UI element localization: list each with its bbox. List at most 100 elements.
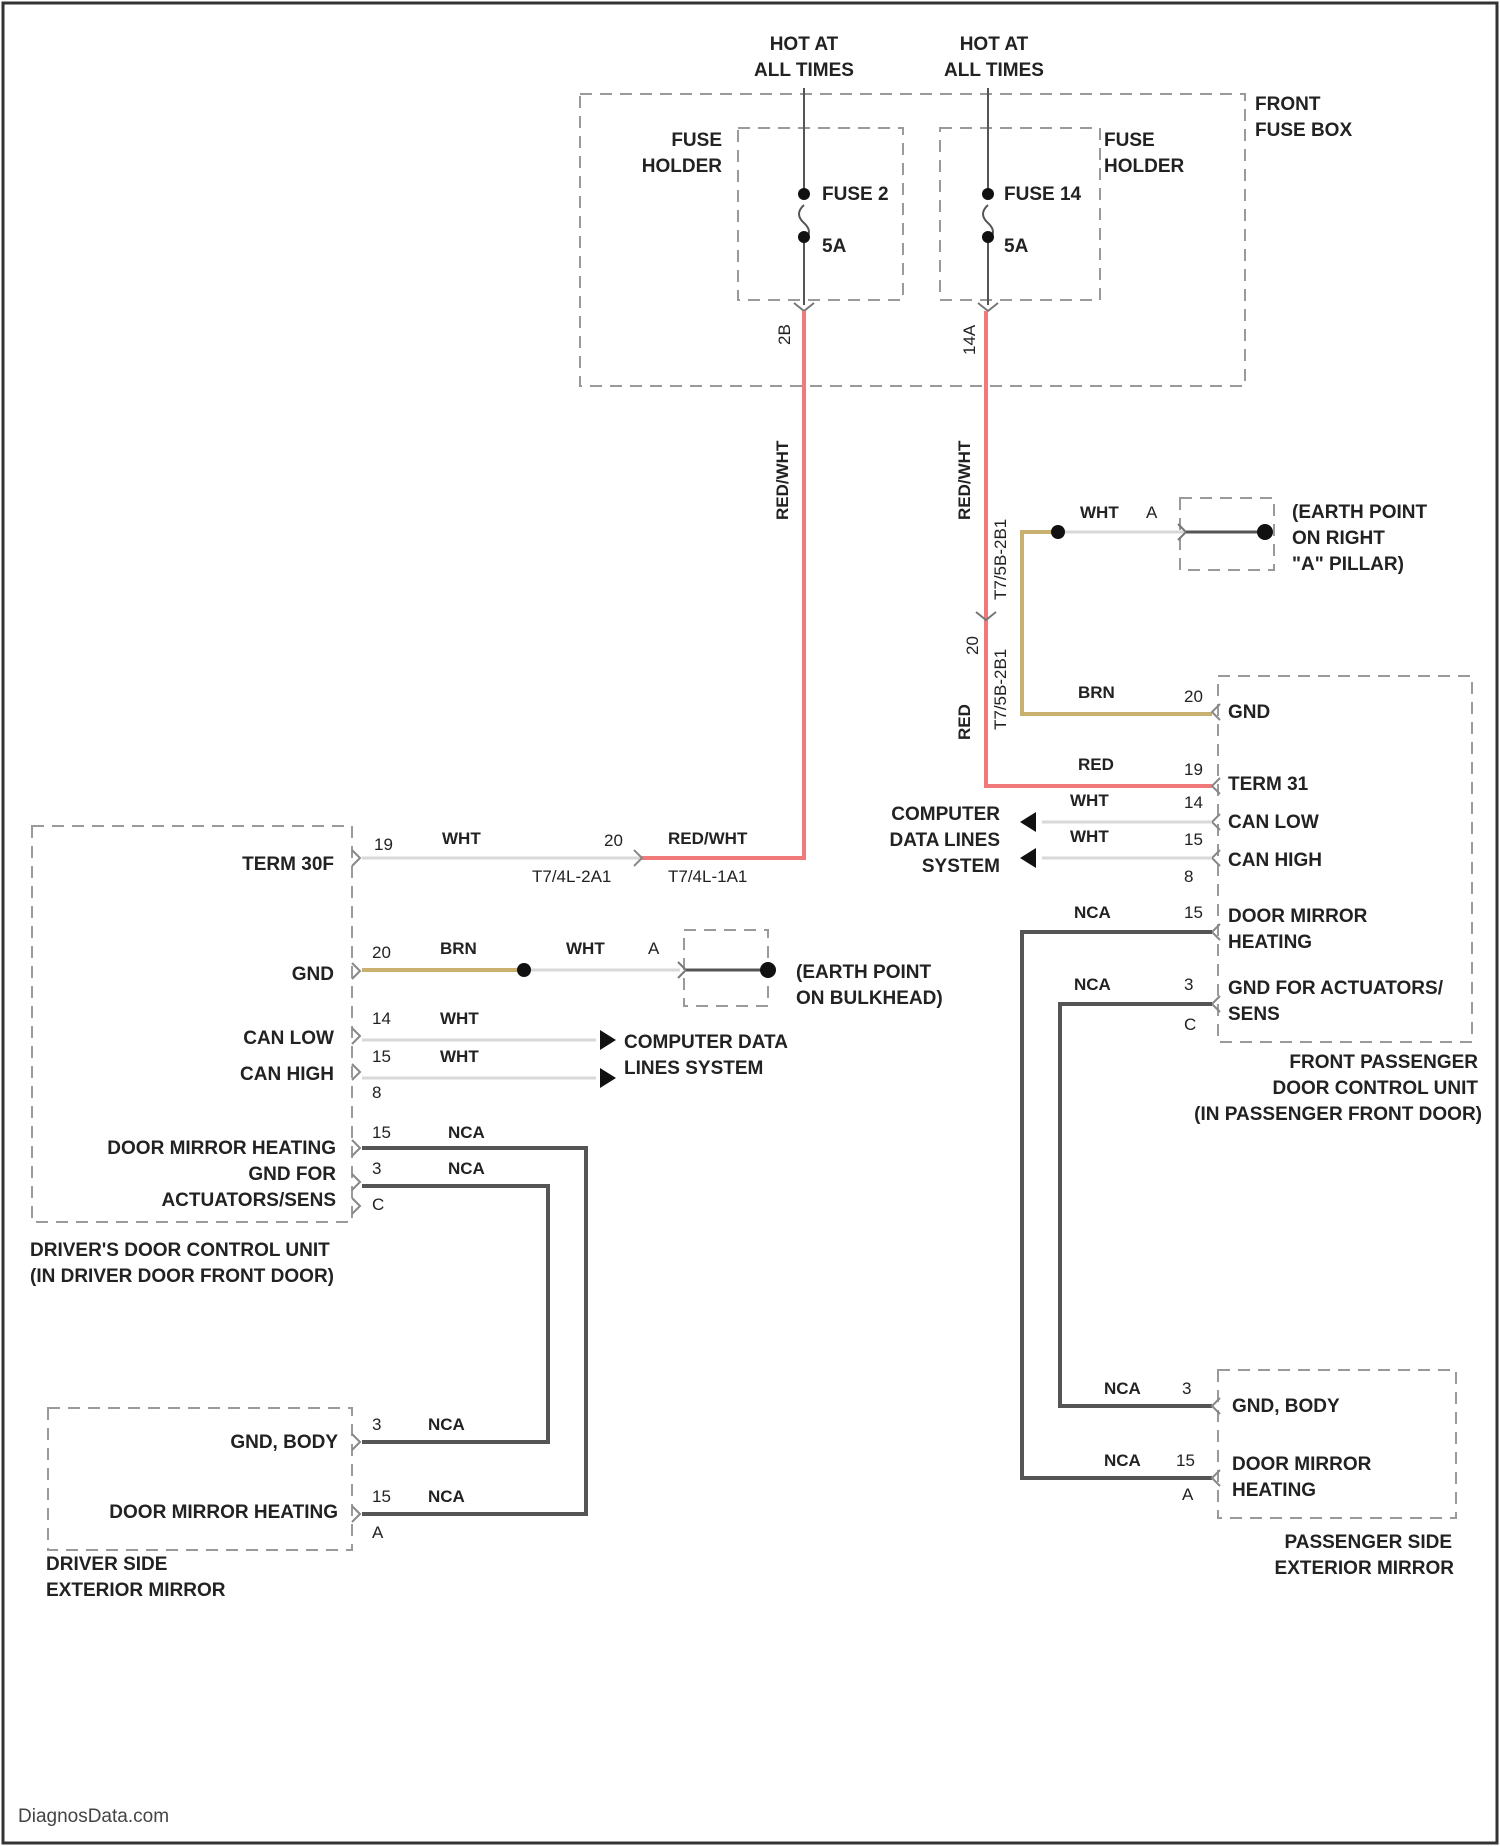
wire-label-nca-heat-left: NCA — [448, 1123, 485, 1142]
wire-label-wht-can-high-right: WHT — [1070, 827, 1109, 846]
fuse-14-symbol — [978, 88, 998, 311]
passenger-heat-label-1: DOOR MIRROR — [1228, 906, 1368, 927]
driver-pin-3: 3 — [372, 1159, 381, 1178]
passenger-pin-19: 19 — [1184, 760, 1203, 779]
earth-left-outline — [684, 930, 768, 1006]
computer-lines-right-3: SYSTEM — [922, 856, 1000, 877]
arrow-can-low-right-icon — [1020, 812, 1036, 832]
driver-unit-connectors — [352, 850, 360, 1214]
pmirror-pin-a: A — [1182, 1485, 1194, 1504]
wire-label-brn-left: BRN — [440, 939, 477, 958]
circuit-label-right-2: T7/5B-2B1 — [991, 649, 1010, 730]
passenger-pin-15: 15 — [1184, 830, 1203, 849]
wire-red-wht-left — [640, 311, 804, 858]
passenger-pin-15b: 15 — [1184, 903, 1203, 922]
hot-at-all-times-left-2: ALL TIMES — [754, 60, 854, 81]
fuse-14-pin: 14A — [960, 324, 979, 355]
wire-label-wht-earth-left: WHT — [566, 939, 605, 958]
driver-pin-14: 14 — [372, 1009, 391, 1028]
wire-label-nca-gnd-right: NCA — [1074, 975, 1111, 994]
earth-right-label-1: (EARTH POINT — [1292, 502, 1428, 523]
driver-can-high-label: CAN HIGH — [240, 1064, 334, 1085]
wire-label-red-wht-left-h: RED/WHT — [668, 829, 748, 848]
dmirror-pin-15: 15 — [372, 1487, 391, 1506]
fuse-holder-left-label-1: FUSE — [671, 130, 722, 151]
wire-label-red-term31: RED — [1078, 755, 1114, 774]
driver-unit-name-2: (IN DRIVER DOOR FRONT DOOR) — [30, 1266, 334, 1287]
connector-pin-right: 20 — [963, 636, 982, 655]
arrow-can-high-left-icon — [600, 1068, 616, 1088]
driver-can-low-label: CAN LOW — [243, 1028, 334, 1049]
driver-term30f-label: TERM 30F — [242, 854, 334, 875]
driver-pin-15b: 15 — [372, 1123, 391, 1142]
passenger-gnd-act-label-2: SENS — [1228, 1004, 1280, 1025]
fuse-14-label: FUSE 14 — [1004, 184, 1082, 205]
earth-left-pin: A — [648, 939, 660, 958]
wire-label-red-right: RED — [955, 704, 974, 740]
earth-right-ground-icon — [1257, 524, 1273, 540]
passenger-unit-name-1: FRONT PASSENGER — [1289, 1052, 1478, 1073]
passenger-gnd-label: GND — [1228, 702, 1270, 723]
passenger-heat-label-2: HEATING — [1228, 932, 1312, 953]
wire-nca-gnd-left — [362, 1186, 548, 1442]
dmirror-pin-a: A — [372, 1523, 384, 1542]
fuse-holder-right-label-2: HOLDER — [1104, 156, 1185, 177]
driver-pin-8: 8 — [372, 1083, 381, 1102]
wire-label-nca-heat-right: NCA — [1074, 903, 1111, 922]
wire-label-nca-pmirror-heat: NCA — [1104, 1451, 1141, 1470]
wire-nca-gnd-right — [1060, 1004, 1212, 1406]
earth-left-label-1: (EARTH POINT — [796, 962, 932, 983]
arrow-can-low-left-icon — [600, 1030, 616, 1050]
passenger-pin-c: C — [1184, 1015, 1196, 1034]
watermark: DiagnosData.com — [18, 1806, 169, 1827]
driver-mirror-connectors — [352, 1434, 360, 1522]
driver-heat-label: DOOR MIRROR HEATING — [107, 1138, 336, 1159]
computer-lines-left-2: LINES SYSTEM — [624, 1058, 763, 1079]
hot-at-all-times-right-2: ALL TIMES — [944, 60, 1044, 81]
passenger-pin-3: 3 — [1184, 975, 1193, 994]
fuse-2-symbol — [794, 88, 814, 311]
fuse-14-rating: 5A — [1004, 236, 1029, 257]
passenger-pin-14: 14 — [1184, 793, 1203, 812]
circuit-label-right-1: T7/5B-2B1 — [991, 519, 1010, 600]
fuse-holder-left-label-2: HOLDER — [642, 156, 723, 177]
wire-nca-heat-left — [362, 1148, 586, 1514]
wire-label-nca-gnd-left: NCA — [448, 1159, 485, 1178]
arrow-can-high-right-icon — [1020, 848, 1036, 868]
dmirror-pin-3: 3 — [372, 1415, 381, 1434]
passenger-pin-8: 8 — [1184, 867, 1193, 886]
driver-gnd-for-label: GND FOR — [248, 1164, 336, 1185]
driver-pin-19: 19 — [374, 835, 393, 854]
dmirror-name-1: DRIVER SIDE — [46, 1554, 167, 1575]
driver-mirror-outline — [48, 1408, 352, 1550]
earth-left-ground-icon — [760, 962, 776, 978]
driver-pin-c: C — [372, 1195, 384, 1214]
driver-pin-15: 15 — [372, 1047, 391, 1066]
dmirror-name-2: EXTERIOR MIRROR — [46, 1580, 226, 1601]
driver-act-sens-label: ACTUATORS/SENS — [161, 1190, 336, 1211]
fuse-2-pin: 2B — [775, 324, 794, 345]
earth-right-label-2: ON RIGHT — [1292, 528, 1385, 549]
passenger-unit-name-3: (IN PASSENGER FRONT DOOR) — [1194, 1104, 1482, 1125]
splice-right — [1051, 525, 1065, 539]
hot-at-all-times-left-1: HOT AT — [770, 34, 839, 55]
wire-label-brn-right: BRN — [1078, 683, 1115, 702]
earth-left-label-2: ON BULKHEAD) — [796, 988, 943, 1009]
wire-label-wht-earth-right: WHT — [1080, 503, 1119, 522]
dmirror-heat-label: DOOR MIRROR HEATING — [109, 1502, 338, 1523]
pmirror-name-1: PASSENGER SIDE — [1284, 1532, 1452, 1553]
front-fuse-box-label-2: FUSE BOX — [1255, 120, 1352, 141]
connector-pin-left: 20 — [604, 831, 623, 850]
splice-left — [517, 963, 531, 977]
computer-lines-left-1: COMPUTER DATA — [624, 1032, 788, 1053]
fuse-holder-left-outline — [738, 128, 903, 300]
pmirror-name-2: EXTERIOR MIRROR — [1275, 1558, 1455, 1579]
circuit-label-left-1: T7/4L-2A1 — [532, 867, 611, 886]
passenger-can-low-label: CAN LOW — [1228, 812, 1319, 833]
computer-lines-right-1: COMPUTER — [891, 804, 1000, 825]
circuit-label-left-2: T7/4L-1A1 — [668, 867, 747, 886]
wire-label-nca-pmirror-gnd: NCA — [1104, 1379, 1141, 1398]
fuse-holder-right-outline — [940, 128, 1100, 300]
earth-right-pin: A — [1146, 503, 1158, 522]
